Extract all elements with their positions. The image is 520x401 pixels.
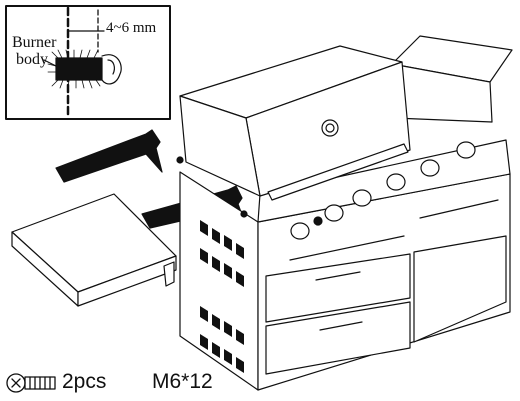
- finger-outline: [101, 54, 122, 85]
- knob: [324, 204, 344, 222]
- lower-drawer: [265, 301, 411, 375]
- ignition-button: [313, 216, 323, 226]
- upper-drawer: [265, 253, 411, 323]
- grill: [176, 35, 513, 391]
- side-vents: [200, 220, 244, 373]
- burner-detail-inset: [5, 5, 171, 120]
- screw-spec: M6*12: [152, 370, 213, 393]
- knob: [290, 222, 310, 240]
- flame-hatching: [47, 49, 101, 89]
- knob: [420, 159, 440, 177]
- burner-body-block: [55, 57, 103, 81]
- mount-screw: [240, 210, 248, 218]
- hardware-quantity: 2pcs: [62, 370, 107, 393]
- control-panel: [257, 139, 511, 223]
- grill-handle-bar: [289, 235, 405, 261]
- finger-nail: [107, 59, 115, 75]
- mount-screw: [176, 156, 184, 164]
- lower-drawer-handle: [319, 321, 363, 331]
- upper-arrow: [55, 129, 163, 183]
- side-shelf: [11, 193, 177, 307]
- hood-side: [179, 95, 261, 197]
- knob: [386, 173, 406, 191]
- cabinet-door: [413, 235, 507, 343]
- knob: [352, 189, 372, 207]
- shelf-side: [77, 255, 177, 307]
- body-leader: [43, 59, 57, 67]
- door-handle: [419, 199, 499, 219]
- gap-dimension-label: 4~6 mm: [106, 20, 157, 36]
- shelf-bracket: [163, 261, 175, 287]
- body-label: body: [16, 51, 48, 68]
- knob: [456, 141, 476, 159]
- screw-icon: [6, 373, 56, 393]
- thermometer-dial: [325, 123, 335, 133]
- upper-drawer-handle: [315, 271, 361, 281]
- hood-handle: [267, 143, 409, 201]
- control-knobs: [290, 141, 476, 240]
- burner-label: Burner: [12, 34, 57, 51]
